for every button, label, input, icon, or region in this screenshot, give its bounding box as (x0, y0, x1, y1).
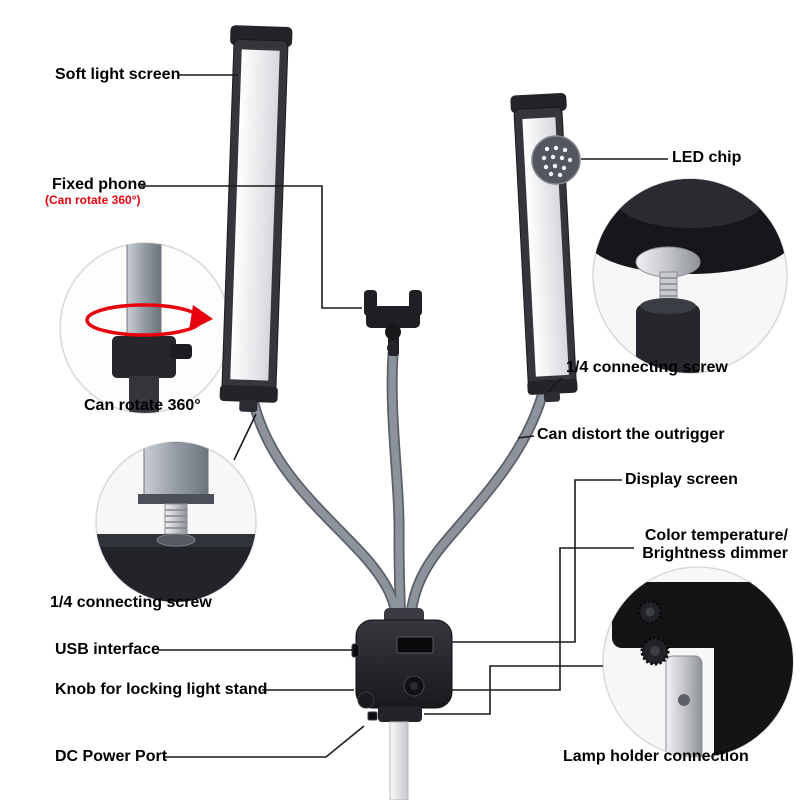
locking-knob (357, 691, 375, 709)
holder-bracket-side (714, 582, 793, 757)
callout-label-can-rotate-360: Can rotate 360° (84, 397, 201, 414)
pole-lower (129, 376, 159, 413)
left-panel-mount (239, 399, 258, 413)
rotation-arrowhead-icon (189, 305, 213, 331)
inset-connecting-screw-right (592, 178, 788, 374)
adjust-knob-1-center (645, 607, 655, 617)
callout-line-connecting-screw-left (233, 413, 257, 461)
callout-line-connecting-screw-right (547, 377, 563, 393)
callout-label-display-screen: Display screen (625, 471, 738, 488)
mount-cylinder (143, 442, 209, 497)
stand-clamp (378, 706, 422, 722)
lamp-holder-receiver (665, 655, 703, 757)
callout-label-soft-light-screen: Soft light screen (55, 66, 181, 83)
left-panel-diffuser (230, 49, 280, 381)
phone-holder-pivot (385, 324, 401, 340)
receiver-tube (636, 304, 700, 373)
callout-label-fixed-phone: Fixed phone (52, 176, 147, 193)
pole-clamp (112, 336, 176, 378)
right-panel-mount (543, 391, 561, 403)
callout-label-fixed-phone-note: (Can rotate 360°) (45, 193, 141, 207)
callout-line-color-temperature (452, 547, 634, 691)
callout-label-usb-interface: USB interface (55, 641, 160, 658)
callout-label-connecting-screw-right: 1/4 connecting screw (566, 359, 728, 376)
callout-label-knob-locking-stand: Knob for locking light stand (55, 681, 268, 698)
receiver-tube-top (640, 298, 696, 314)
callout-line-can-distort (517, 435, 535, 439)
screw-threads (165, 509, 187, 529)
screw-threads (660, 277, 677, 297)
callout-line-display-screen (452, 479, 622, 643)
callout-label-connecting-screw-left: 1/4 connecting screw (50, 594, 212, 611)
led-chip-circle (531, 135, 581, 185)
callout-lines (141, 74, 668, 758)
dc-power-port (367, 711, 378, 721)
color-temperature-line2: Brightness dimmer (642, 545, 788, 563)
phone-holder-right-prong (409, 290, 422, 316)
callout-line-fixed-phone (141, 185, 362, 309)
adjust-knob-2-center (650, 646, 660, 656)
left-light-panel (219, 25, 293, 413)
phone-holder-left-prong (364, 290, 377, 316)
callout-label-can-distort-outrigger: Can distort the outrigger (537, 426, 725, 443)
phone-holder-hinge (387, 342, 399, 354)
callout-label-led-chip: LED chip (672, 149, 742, 166)
phone-holder (364, 290, 422, 356)
color-temperature-line1: Color temperature/ (644, 527, 788, 544)
mount-flange (138, 494, 214, 504)
left-panel-bottom-cap (219, 385, 278, 403)
callout-label-lamp-holder-connection: Lamp holder connection (563, 748, 749, 765)
goosenecks (248, 348, 548, 632)
callout-line-dc-power (165, 725, 365, 758)
callout-line-lamp-holder (424, 665, 603, 715)
lamp-knob-highlight (618, 179, 762, 228)
pole-clamp-knob (170, 344, 192, 359)
led-dots (541, 145, 573, 178)
dimmer-knob-center (410, 682, 418, 690)
phone-holder-bar (366, 306, 420, 328)
rotating-pole (126, 243, 162, 347)
display-screen (396, 636, 434, 654)
screw-hole (156, 533, 196, 547)
light-stand-pole (389, 721, 409, 800)
led-chip-highlight (531, 135, 581, 185)
inset-connecting-screw-left (95, 441, 257, 603)
receiver-hole (678, 694, 690, 706)
quarter-screw (164, 503, 188, 535)
callout-label-color-temperature: Color temperature/ Brightness dimmer (576, 527, 788, 564)
callout-label-dc-power-port: DC Power Port (55, 748, 168, 765)
inset-rotate-360 (59, 242, 231, 414)
inset-lamp-holder (602, 566, 794, 758)
control-unit (351, 608, 453, 800)
